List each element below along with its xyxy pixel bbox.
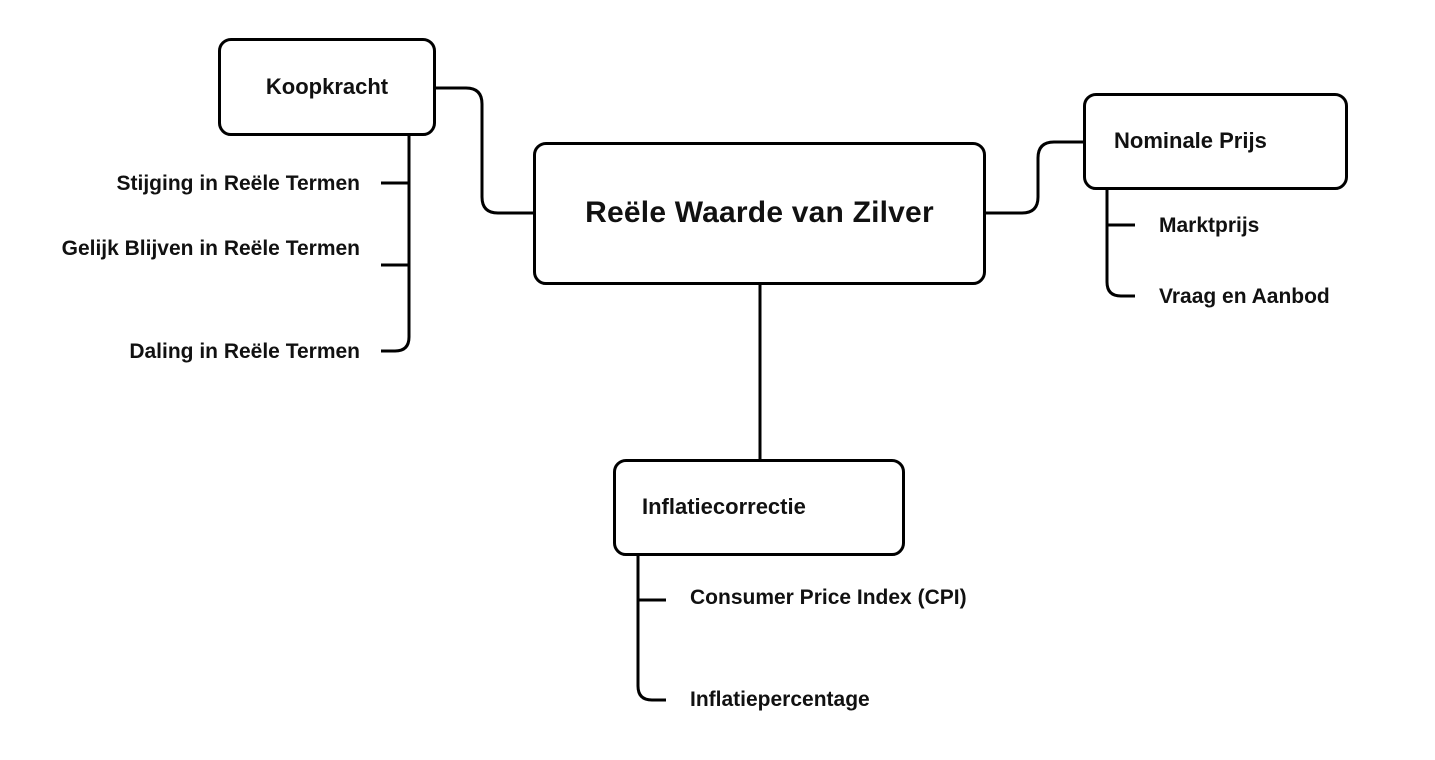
leaf-koopkracht-2[interactable]: Daling in Reële Termen xyxy=(129,340,360,363)
edge-koopkracht-trunk xyxy=(381,136,411,353)
branch-node-koopkracht[interactable]: Koopkracht xyxy=(218,38,436,136)
leaf-inflatiecorrectie-0[interactable]: Consumer Price Index (CPI) xyxy=(690,586,967,609)
edge-root-nominale-prijs xyxy=(986,140,1083,215)
edge-root-koopkracht xyxy=(436,86,533,215)
leaf-koopkracht-0[interactable]: Stijging in Reële Termen xyxy=(116,172,361,195)
branch-node-inflatiecorrectie[interactable]: Inflatiecorrectie xyxy=(613,459,905,556)
leaf-nominale-prijs-1[interactable]: Vraag en Aanbod xyxy=(1159,285,1330,308)
leaf-inflatiecorrectie-1[interactable]: Inflatiepercentage xyxy=(690,688,870,711)
edge-nominale-prijs-trunk xyxy=(1105,190,1135,298)
branch-node-nominale-prijs[interactable]: Nominale Prijs xyxy=(1083,93,1348,190)
edge-inflatiecorrectie-trunk xyxy=(636,556,666,702)
leaf-nominale-prijs-0[interactable]: Marktprijs xyxy=(1159,214,1260,237)
leaf-koopkracht-1[interactable]: Gelijk Blijven in Reële Termen xyxy=(61,237,360,260)
root-node[interactable]: Reële Waarde van Zilver xyxy=(533,142,986,285)
